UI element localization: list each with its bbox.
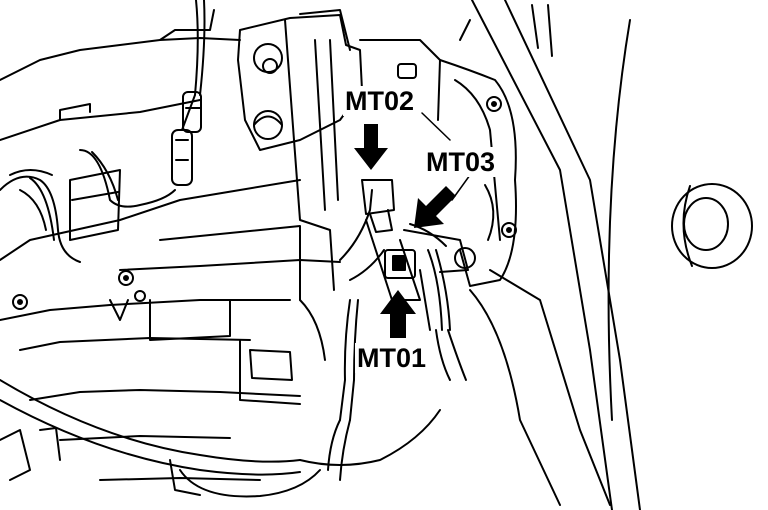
- callout-mt03: MT03: [424, 147, 498, 177]
- transmission-housing: [0, 9, 301, 496]
- callout-mt02: MT02: [343, 86, 417, 116]
- arrow-mt01: [380, 290, 416, 338]
- pedal-bracket: [237, 9, 441, 291]
- left-harness: [0, 0, 341, 271]
- callout-mt01: MT01: [355, 343, 429, 373]
- arrow-mt03: [414, 186, 456, 228]
- arrow-mt02: [354, 124, 388, 170]
- grommet: [671, 183, 753, 269]
- door-pillar: [459, 0, 641, 510]
- hinge-bracket: [439, 59, 517, 287]
- center-harness: [0, 179, 469, 498]
